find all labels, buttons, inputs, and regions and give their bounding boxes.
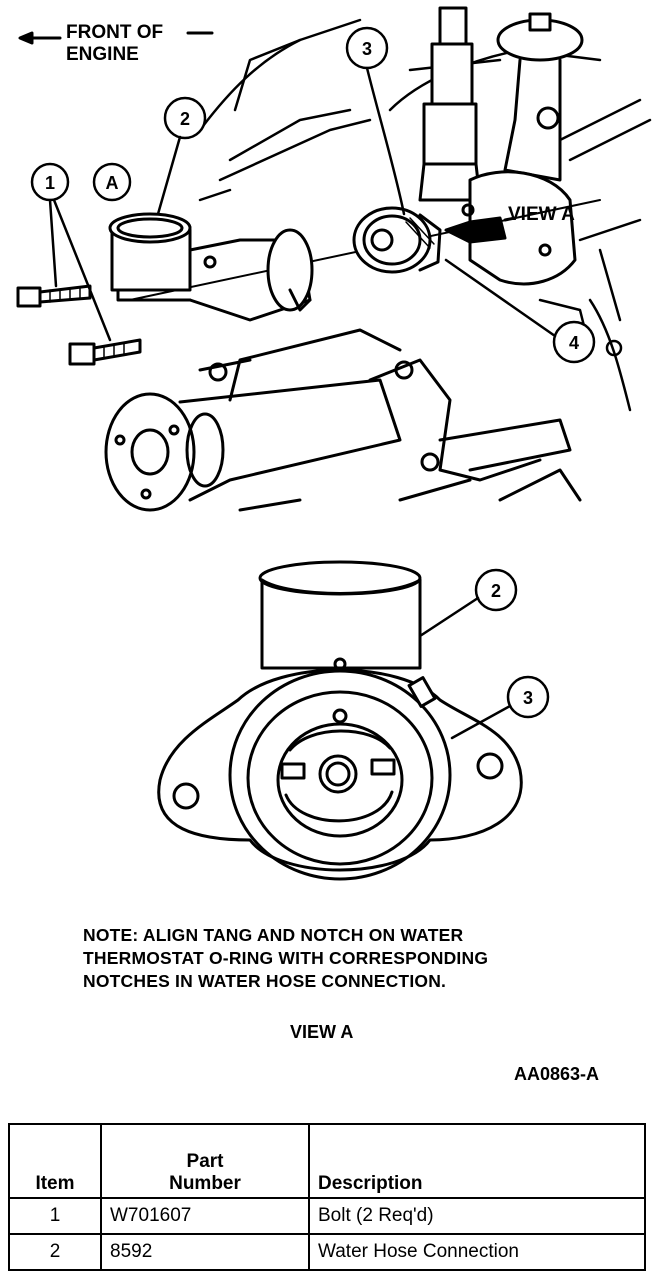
callout-3 [345, 26, 406, 216]
engine-diagram: FRONT OF ENGINE VIEW A A 1 2 3 4 2 3 [16, 6, 652, 881]
thermostat [352, 206, 442, 274]
thermostat-housing [444, 170, 577, 286]
header-description: Description [308, 1123, 646, 1199]
water-hose-connection [108, 212, 314, 322]
callout-4-number: 4 [569, 333, 579, 353]
oil-filler-cap [496, 12, 584, 182]
row-item: 2 [8, 1233, 102, 1271]
parts-table-header: Item Part Number Description [8, 1123, 646, 1199]
detail-a-letter: A [106, 173, 119, 193]
callout-4 [444, 258, 623, 364]
bolt-lower [68, 338, 142, 366]
table-row: 2 8592 Water Hose Connection [8, 1233, 646, 1271]
water-pump [104, 328, 582, 512]
detail-a-marker [92, 162, 132, 202]
bolt-upper [16, 284, 92, 308]
distributor [418, 6, 482, 202]
row-part-number: 8592 [100, 1233, 310, 1271]
header-part-line1: Part [186, 1151, 224, 1172]
row-description: Bolt (2 Req'd) [308, 1197, 646, 1235]
detail-callout-3 [450, 675, 550, 740]
callout-1-number: 1 [45, 173, 55, 193]
detail-callout-2 [418, 568, 518, 638]
front-of-engine-label: FRONT OF [66, 22, 163, 43]
callout-3-number: 3 [362, 39, 372, 59]
header-part-number: Part Number [100, 1123, 310, 1199]
callout-2-number: 2 [180, 109, 190, 129]
view-a-callout-label: VIEW A [508, 204, 575, 225]
callout-1 [30, 162, 112, 342]
installation-note: NOTE: ALIGN TANG AND NOTCH ON WATER THER… [83, 925, 489, 991]
view-a-detail [157, 560, 523, 881]
figure-id: AA0863-A [514, 1064, 600, 1084]
row-description: Water Hose Connection [308, 1233, 646, 1271]
row-item: 1 [8, 1197, 102, 1235]
header-part-line2: Number [169, 1173, 241, 1194]
parts-table: Item Part Number Description 1 W701607 B… [8, 1123, 646, 1271]
view-a-label: VIEW A [290, 1022, 354, 1042]
row-part-number: W701607 [100, 1197, 310, 1235]
table-row: 1 W701607 Bolt (2 Req'd) [8, 1197, 646, 1235]
detail-callout-3-number: 3 [523, 688, 533, 708]
front-of-engine-label-2: ENGINE [66, 44, 139, 65]
detail-callout-2-number: 2 [491, 581, 501, 601]
front-of-engine-arrow [18, 31, 214, 45]
header-item: Item [8, 1123, 102, 1199]
callout-2 [156, 96, 207, 216]
